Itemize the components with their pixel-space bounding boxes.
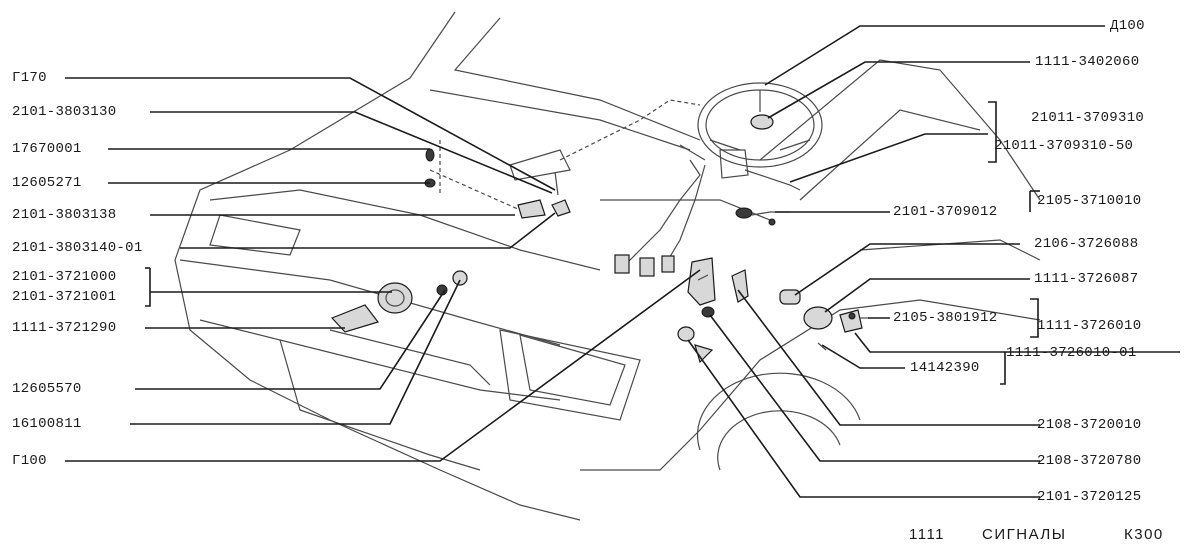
part-label-1111-3402060: 1111-3402060 xyxy=(1035,54,1140,70)
part-label-16100811: 16100811 xyxy=(12,416,82,432)
part-label-2101-3803140-01: 2101-3803140-01 xyxy=(12,240,143,256)
part-label-d100: Д100 xyxy=(1110,18,1145,34)
part-label-2101-3721001: 2101-3721001 xyxy=(12,289,117,305)
part-label-g100: Г100 xyxy=(12,453,47,469)
part-label-2101-3803130: 2101-3803130 xyxy=(12,104,117,120)
part-label-2101-3720125: 2101-3720125 xyxy=(1037,489,1142,505)
part-label-2101-3721000: 2101-3721000 xyxy=(12,269,117,285)
horn-parts xyxy=(677,257,870,364)
part-label-12605570: 12605570 xyxy=(12,381,82,397)
part-label-1111-3721290: 1111-3721290 xyxy=(12,320,117,336)
footer-section-title: СИГНАЛЫ xyxy=(982,526,1067,543)
part-label-1111-3726010: 1111-3726010 xyxy=(1037,318,1142,334)
part-label-21011-3709310-50: 21011-3709310-50 xyxy=(994,138,1134,154)
steering-wheel xyxy=(697,82,823,168)
part-label-g170: Г170 xyxy=(12,70,47,86)
part-label-17670001: 17670001 xyxy=(12,141,82,157)
part-label-1111-3726010-01: 1111-3726010-01 xyxy=(1006,345,1137,361)
part-label-2105-3801912: 2105-3801912 xyxy=(893,310,998,326)
part-label-2106-3726088: 2106-3726088 xyxy=(1034,236,1139,252)
part-label-2105-3710010: 2105-3710010 xyxy=(1037,193,1142,209)
part-label-21011-3709310: 21011-3709310 xyxy=(1031,110,1145,126)
part-label-2108-3720010: 2108-3720010 xyxy=(1037,417,1142,433)
part-label-1111-3726087: 1111-3726087 xyxy=(1034,271,1139,287)
lock-cylinder xyxy=(330,270,468,333)
column-switch xyxy=(614,144,801,277)
part-label-2108-3720780: 2108-3720780 xyxy=(1037,453,1142,469)
footer-page-code: К300 xyxy=(1124,526,1164,543)
part-label-2101-3803138: 2101-3803138 xyxy=(12,207,117,223)
leader-lines-right xyxy=(687,25,1180,498)
car-body-sketch xyxy=(174,11,1041,521)
footer-model: 1111 xyxy=(909,526,946,543)
leader-lines-left xyxy=(65,77,701,462)
part-label-14142390: 14142390 xyxy=(910,360,980,376)
part-label-12605271: 12605271 xyxy=(12,175,82,191)
bonnet-lock-parts xyxy=(424,148,571,219)
part-label-2101-3709012: 2101-3709012 xyxy=(893,204,998,220)
